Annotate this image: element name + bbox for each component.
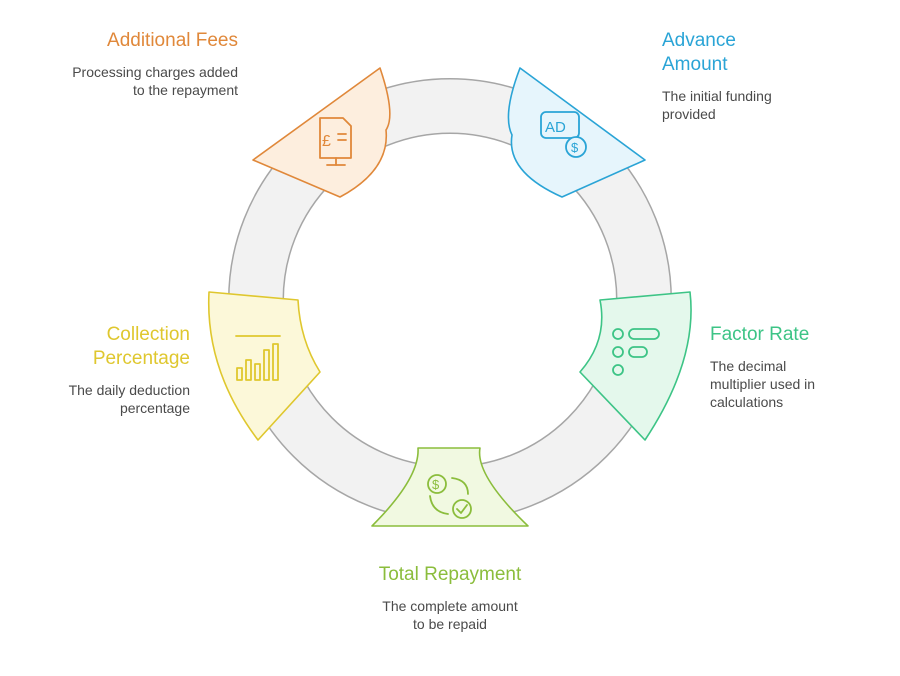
list-options-icon	[612, 328, 660, 376]
segment-total-repayment[interactable]: $	[371, 447, 529, 527]
invoice-pound-monitor-icon: £	[319, 117, 352, 166]
label-total-repayment: Total Repayment The complete amount to b…	[375, 563, 525, 633]
stage-description: The initial funding provided	[662, 88, 772, 122]
label-advance-amount: Advance Amount The initial funding provi…	[662, 29, 792, 123]
dollar-check-cycle-icon: $	[427, 474, 472, 519]
stage-title: Advance Amount	[662, 30, 736, 75]
repayment-dollar-glyph: $	[432, 477, 440, 492]
stage-description: Processing charges added to the repaymen…	[72, 64, 238, 98]
pound-glyph: £	[322, 133, 331, 150]
bar-chart-icon	[235, 335, 281, 381]
segment-collection-percentage[interactable]	[207, 291, 321, 441]
label-factor-rate: Factor Rate The decimal multiplier used …	[710, 323, 845, 411]
label-collection-percentage: Collection Percentage The daily deductio…	[40, 323, 190, 417]
stage-description: The decimal multiplier used in calculati…	[710, 358, 816, 410]
ad-dollar-icon: AD $	[540, 111, 587, 158]
segment-factor-rate[interactable]	[579, 291, 692, 441]
stage-description: The complete amount to be repaid	[382, 598, 518, 632]
ad-glyph: AD	[545, 119, 566, 136]
stage-title: Collection Percentage	[92, 324, 190, 369]
stage-title: Total Repayment	[378, 564, 522, 585]
label-additional-fees: Additional Fees Processing charges added…	[60, 29, 238, 99]
stage-description: The daily deduction percentage	[68, 382, 190, 416]
segment-additional-fees[interactable]: £	[252, 67, 391, 198]
stage-title: Additional Fees	[107, 30, 238, 51]
stage-title: Factor Rate	[710, 324, 810, 345]
segment-advance-amount[interactable]: AD $	[507, 67, 646, 198]
dollar-glyph: $	[571, 140, 579, 155]
